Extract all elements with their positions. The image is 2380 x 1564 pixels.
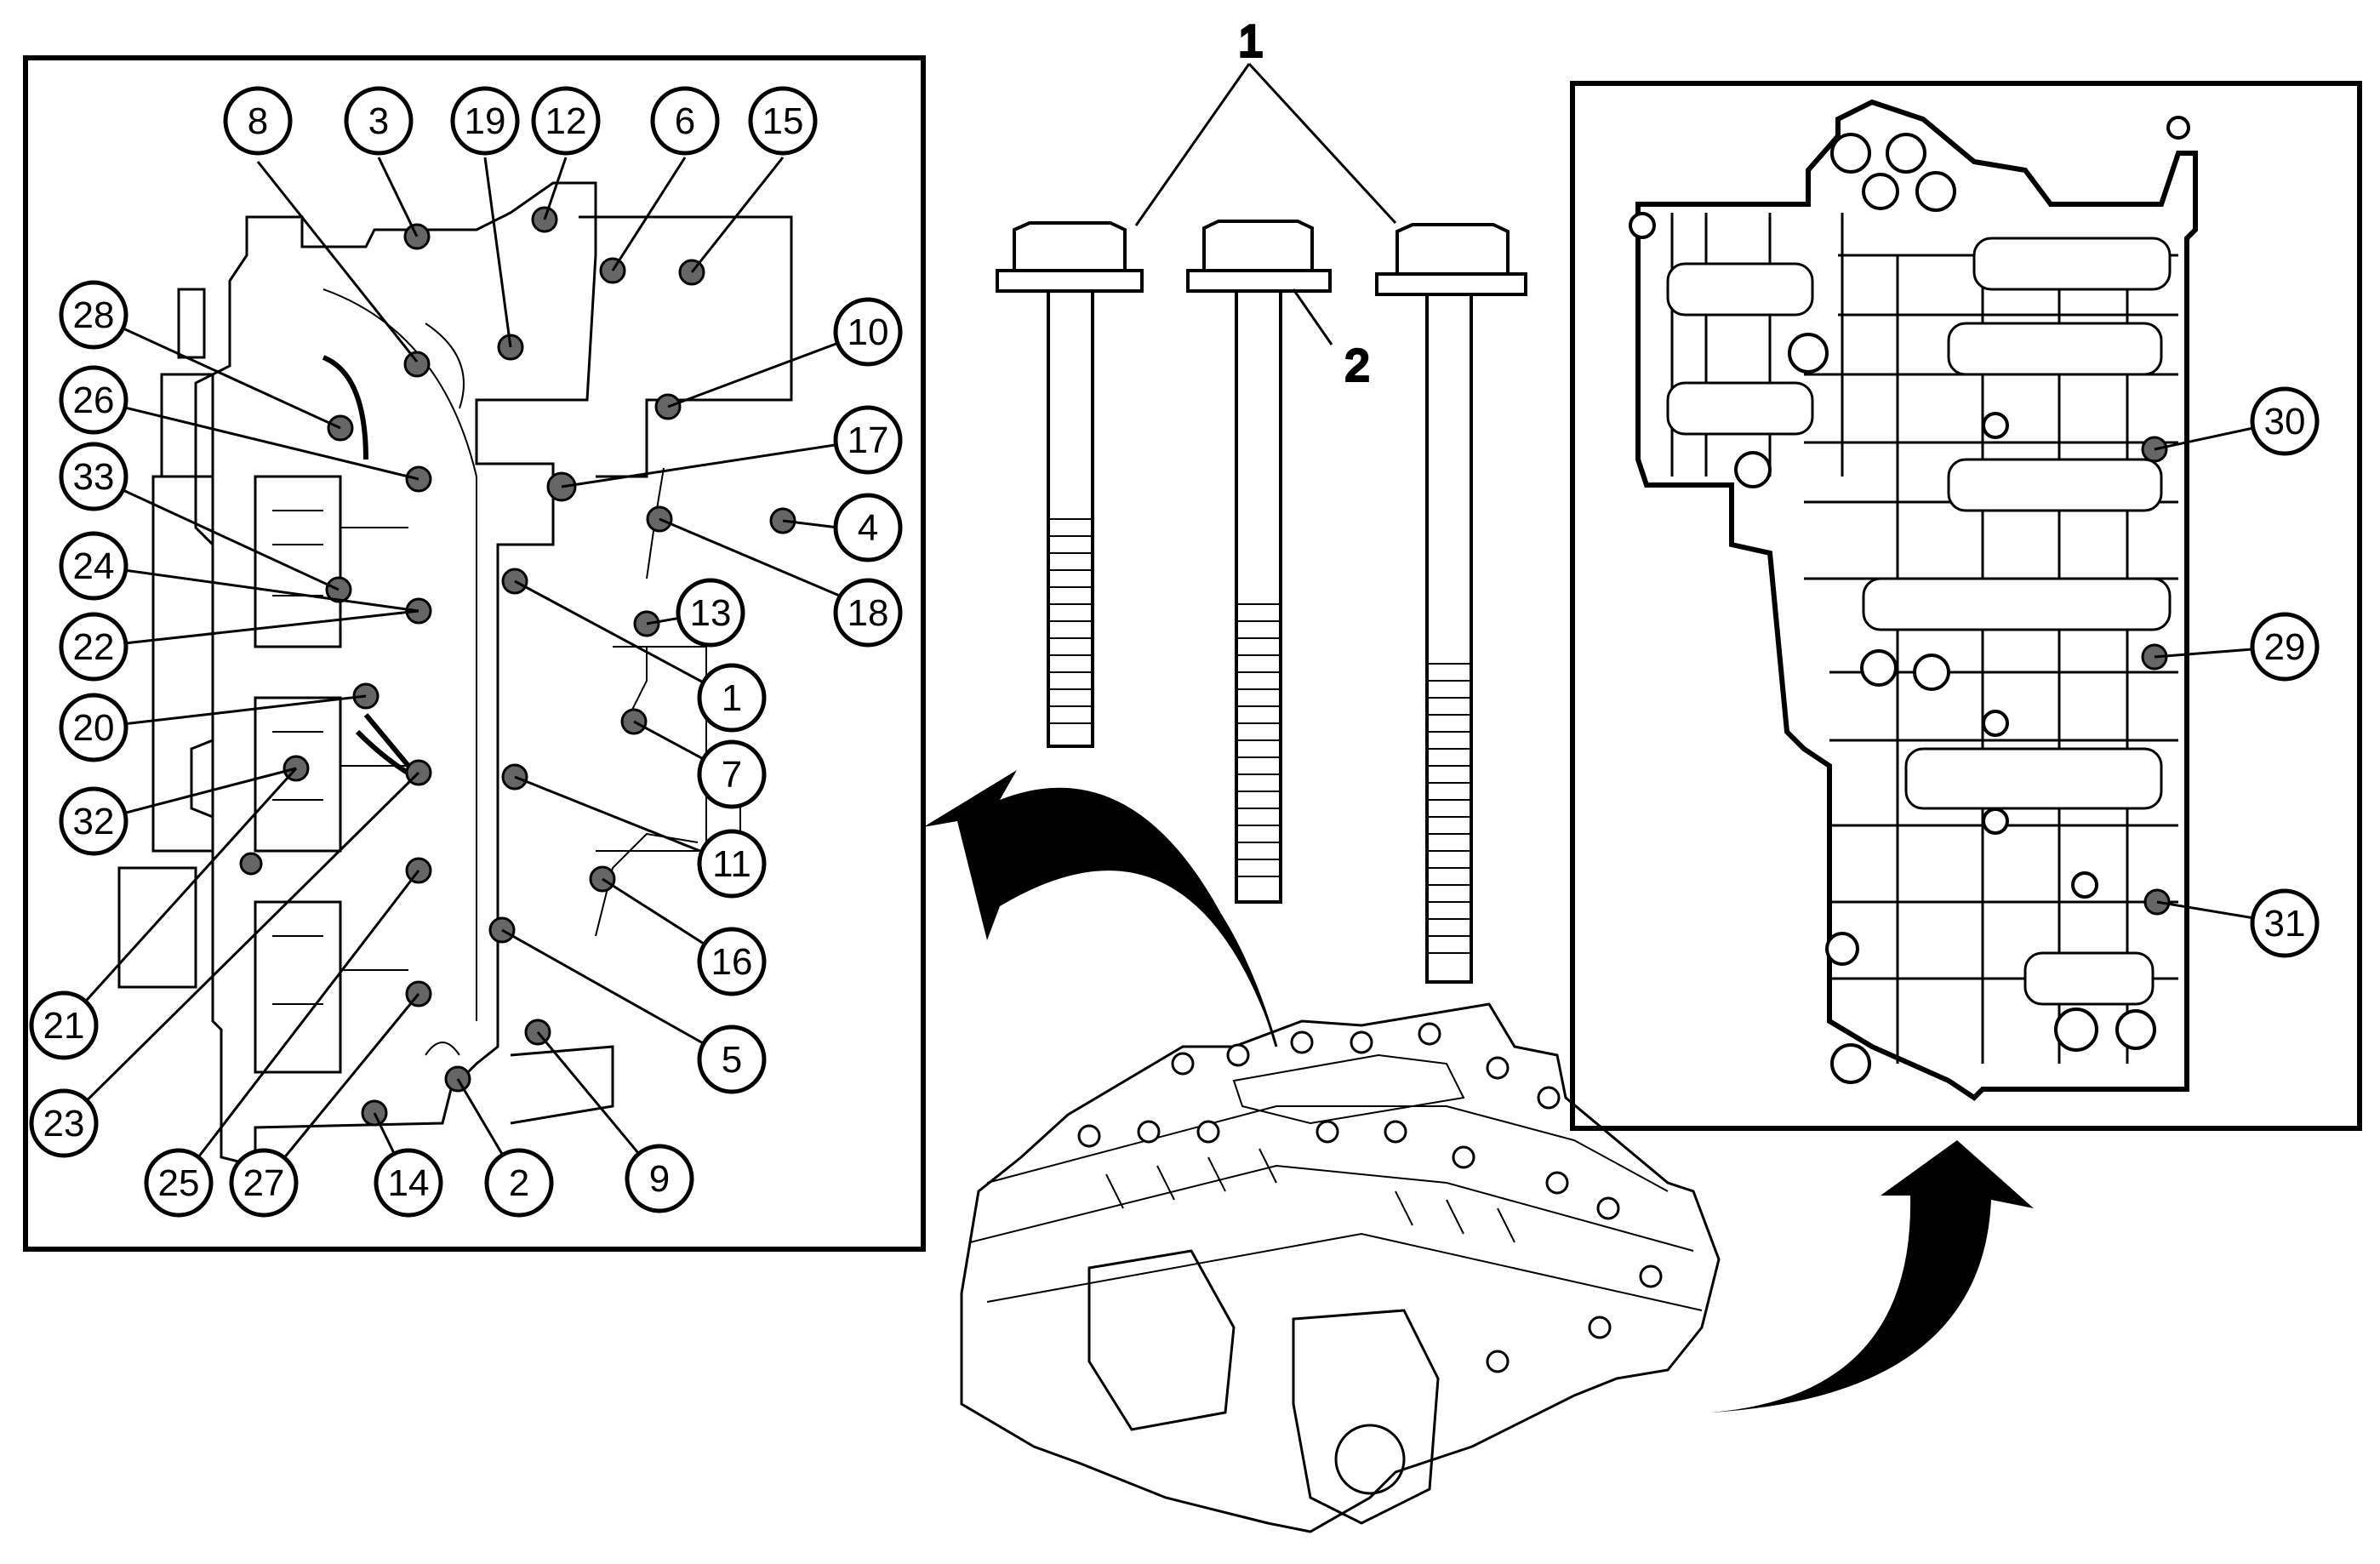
callout-label-2: 2 [509, 1162, 529, 1204]
callout-leaders [62, 157, 2286, 1184]
callout-bubble-27 [229, 1148, 299, 1218]
callout-bubble-16 [697, 927, 767, 996]
bolt-leader-lines [1134, 62, 1397, 345]
callout-bubble-32 [59, 786, 128, 856]
callout-bubble-14 [374, 1148, 443, 1218]
callout-label-24: 24 [73, 545, 115, 587]
callout-bubble-29 [2250, 612, 2320, 682]
callout-label-31: 31 [2264, 903, 2306, 945]
callout-bubble-19 [450, 86, 520, 156]
callout-label-25: 25 [158, 1162, 200, 1204]
callout-label-12: 12 [545, 100, 587, 142]
bolt-short [996, 221, 1144, 748]
callout-bubble-25 [144, 1148, 214, 1218]
callout-label-19: 19 [465, 100, 506, 142]
callout-bubble-4 [833, 493, 903, 562]
callout-bubble-30 [2250, 386, 2320, 456]
callout-bubble-9 [625, 1144, 694, 1213]
callout-label-15: 15 [762, 100, 804, 142]
callout-label-17: 17 [848, 420, 889, 461]
bolt-longest [1375, 223, 1527, 984]
arrow-to-right-panel [1710, 1140, 2034, 1413]
callout-label-14: 14 [388, 1162, 430, 1204]
callout-label-29: 29 [2264, 626, 2306, 668]
callout-bubble-12 [531, 86, 601, 156]
callout-label-28: 28 [73, 294, 115, 336]
callout-label-22: 22 [73, 626, 115, 668]
callout-bubble-13 [676, 578, 745, 648]
callout-label-9: 9 [649, 1158, 670, 1200]
callout-label-7: 7 [722, 754, 742, 796]
callout-label-3: 3 [368, 100, 389, 142]
callout-bubble-17 [833, 405, 903, 475]
callout-bubble-10 [833, 297, 903, 367]
callout-label-32: 32 [73, 801, 115, 842]
arrow-to-left-panel [923, 770, 1278, 1047]
callout-label-27: 27 [243, 1162, 285, 1204]
callout-bubble-26 [59, 365, 128, 435]
bolt-long [1186, 220, 1332, 904]
callout-label-10: 10 [848, 311, 889, 353]
callout-bubble-3 [344, 86, 414, 156]
callout-bubble-23 [29, 1088, 99, 1158]
callout-bubble-22 [59, 612, 128, 682]
callout-bubble-20 [59, 693, 128, 762]
left-detail-panel [23, 55, 926, 1252]
callout-bubble-31 [2250, 888, 2320, 958]
callout-label-1: 1 [722, 677, 742, 719]
callout-bubble-8 [223, 86, 293, 156]
callout-bubble-28 [59, 280, 128, 350]
callout-label-16: 16 [711, 941, 753, 983]
callout-label-23: 23 [43, 1103, 85, 1144]
bolt-label-1: 1 [1239, 17, 1264, 66]
callout-label-30: 30 [2264, 401, 2306, 442]
bolt-fasteners: 1 2 [996, 15, 1527, 984]
right-detail-panel [1570, 81, 2362, 1131]
callout-label-5: 5 [722, 1039, 742, 1081]
callout-bubble-33 [59, 442, 128, 511]
callout-label-21: 21 [43, 1005, 85, 1047]
callout-label-8: 8 [248, 100, 268, 142]
callout-bubble-15 [748, 86, 818, 156]
callout-label-33: 33 [73, 456, 115, 498]
callout-label-13: 13 [690, 592, 732, 634]
callout-bubble-6 [650, 86, 720, 156]
callout-bubble-24 [59, 531, 128, 601]
callout-bubble-21 [29, 990, 99, 1060]
port-circles [1629, 116, 2190, 1084]
callout-bubble-5 [697, 1025, 767, 1094]
bolt-label-2: 2 [1345, 341, 1370, 391]
callout-bubble-11 [697, 829, 767, 899]
callout-bubble-2 [484, 1148, 554, 1218]
callout-label-18: 18 [848, 592, 889, 634]
callout-label-20: 20 [73, 707, 115, 749]
callout-bubbles-right: 30 29 31 [2250, 386, 2320, 958]
valve-body-assembly [960, 1002, 1721, 1533]
callout-bubble-18 [833, 578, 903, 648]
callout-label-4: 4 [858, 507, 878, 549]
callout-bubble-1 [697, 663, 767, 733]
callout-label-26: 26 [73, 380, 115, 421]
spool-valves [1666, 237, 2172, 1006]
callout-label-11: 11 [712, 843, 751, 885]
callout-label-6: 6 [675, 100, 695, 142]
callout-bubble-7 [697, 739, 767, 809]
